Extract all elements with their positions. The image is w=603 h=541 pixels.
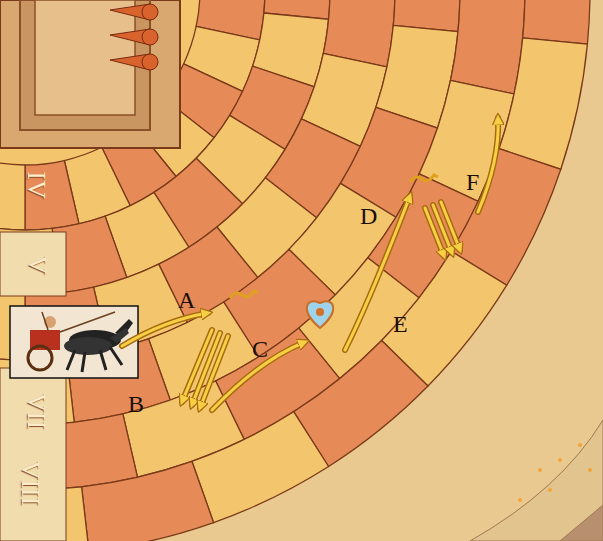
callout-letter: C <box>252 337 268 361</box>
callout-letter: E <box>393 312 408 336</box>
callout-letter: F <box>466 170 479 194</box>
callout-letter: A <box>178 288 195 312</box>
callout-letter: D <box>360 204 377 228</box>
lane-number: VIII <box>17 461 43 506</box>
lane-number: V <box>24 256 50 275</box>
callout-letter: B <box>128 392 144 416</box>
lane-number: VII <box>23 393 49 429</box>
lane-number: IV <box>23 171 49 198</box>
